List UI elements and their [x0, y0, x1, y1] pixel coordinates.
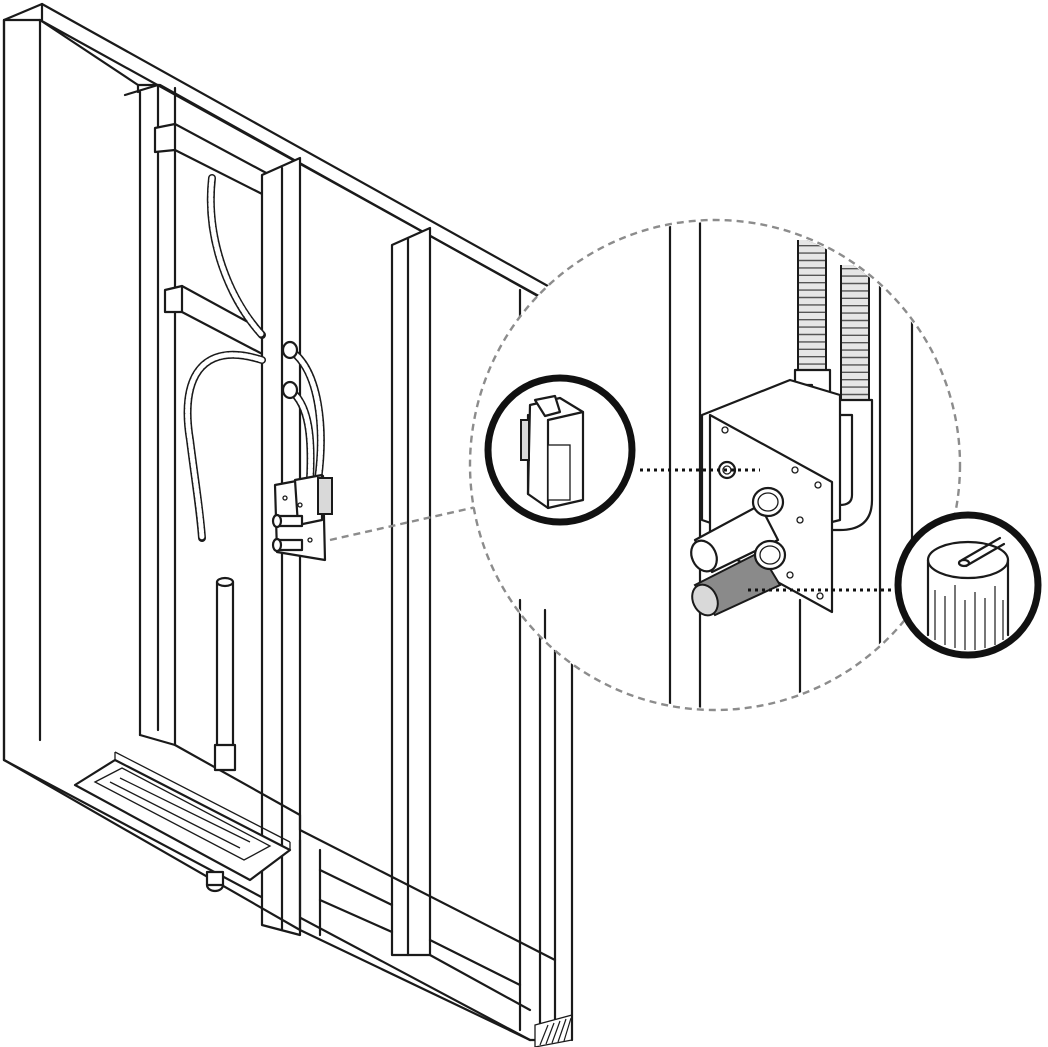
mounting-bracket-detail[interactable]: [484, 374, 636, 526]
drain-pipe: [213, 576, 237, 772]
valve-outlet-cutaway-detail[interactable]: [894, 511, 1042, 659]
bracket-icon: [520, 394, 585, 510]
linear-drain: [73, 751, 292, 893]
valve-mounting-plate: [271, 473, 333, 562]
zoom-detail-circle: [468, 218, 962, 712]
supply-hoses: [183, 174, 325, 542]
outlet-upper: [690, 486, 785, 574]
end-grain-hatch: [539, 1017, 572, 1046]
cutaway-icon: [926, 536, 1010, 650]
outlet-lower: [691, 539, 787, 617]
zoom-leader-line: [329, 503, 486, 542]
